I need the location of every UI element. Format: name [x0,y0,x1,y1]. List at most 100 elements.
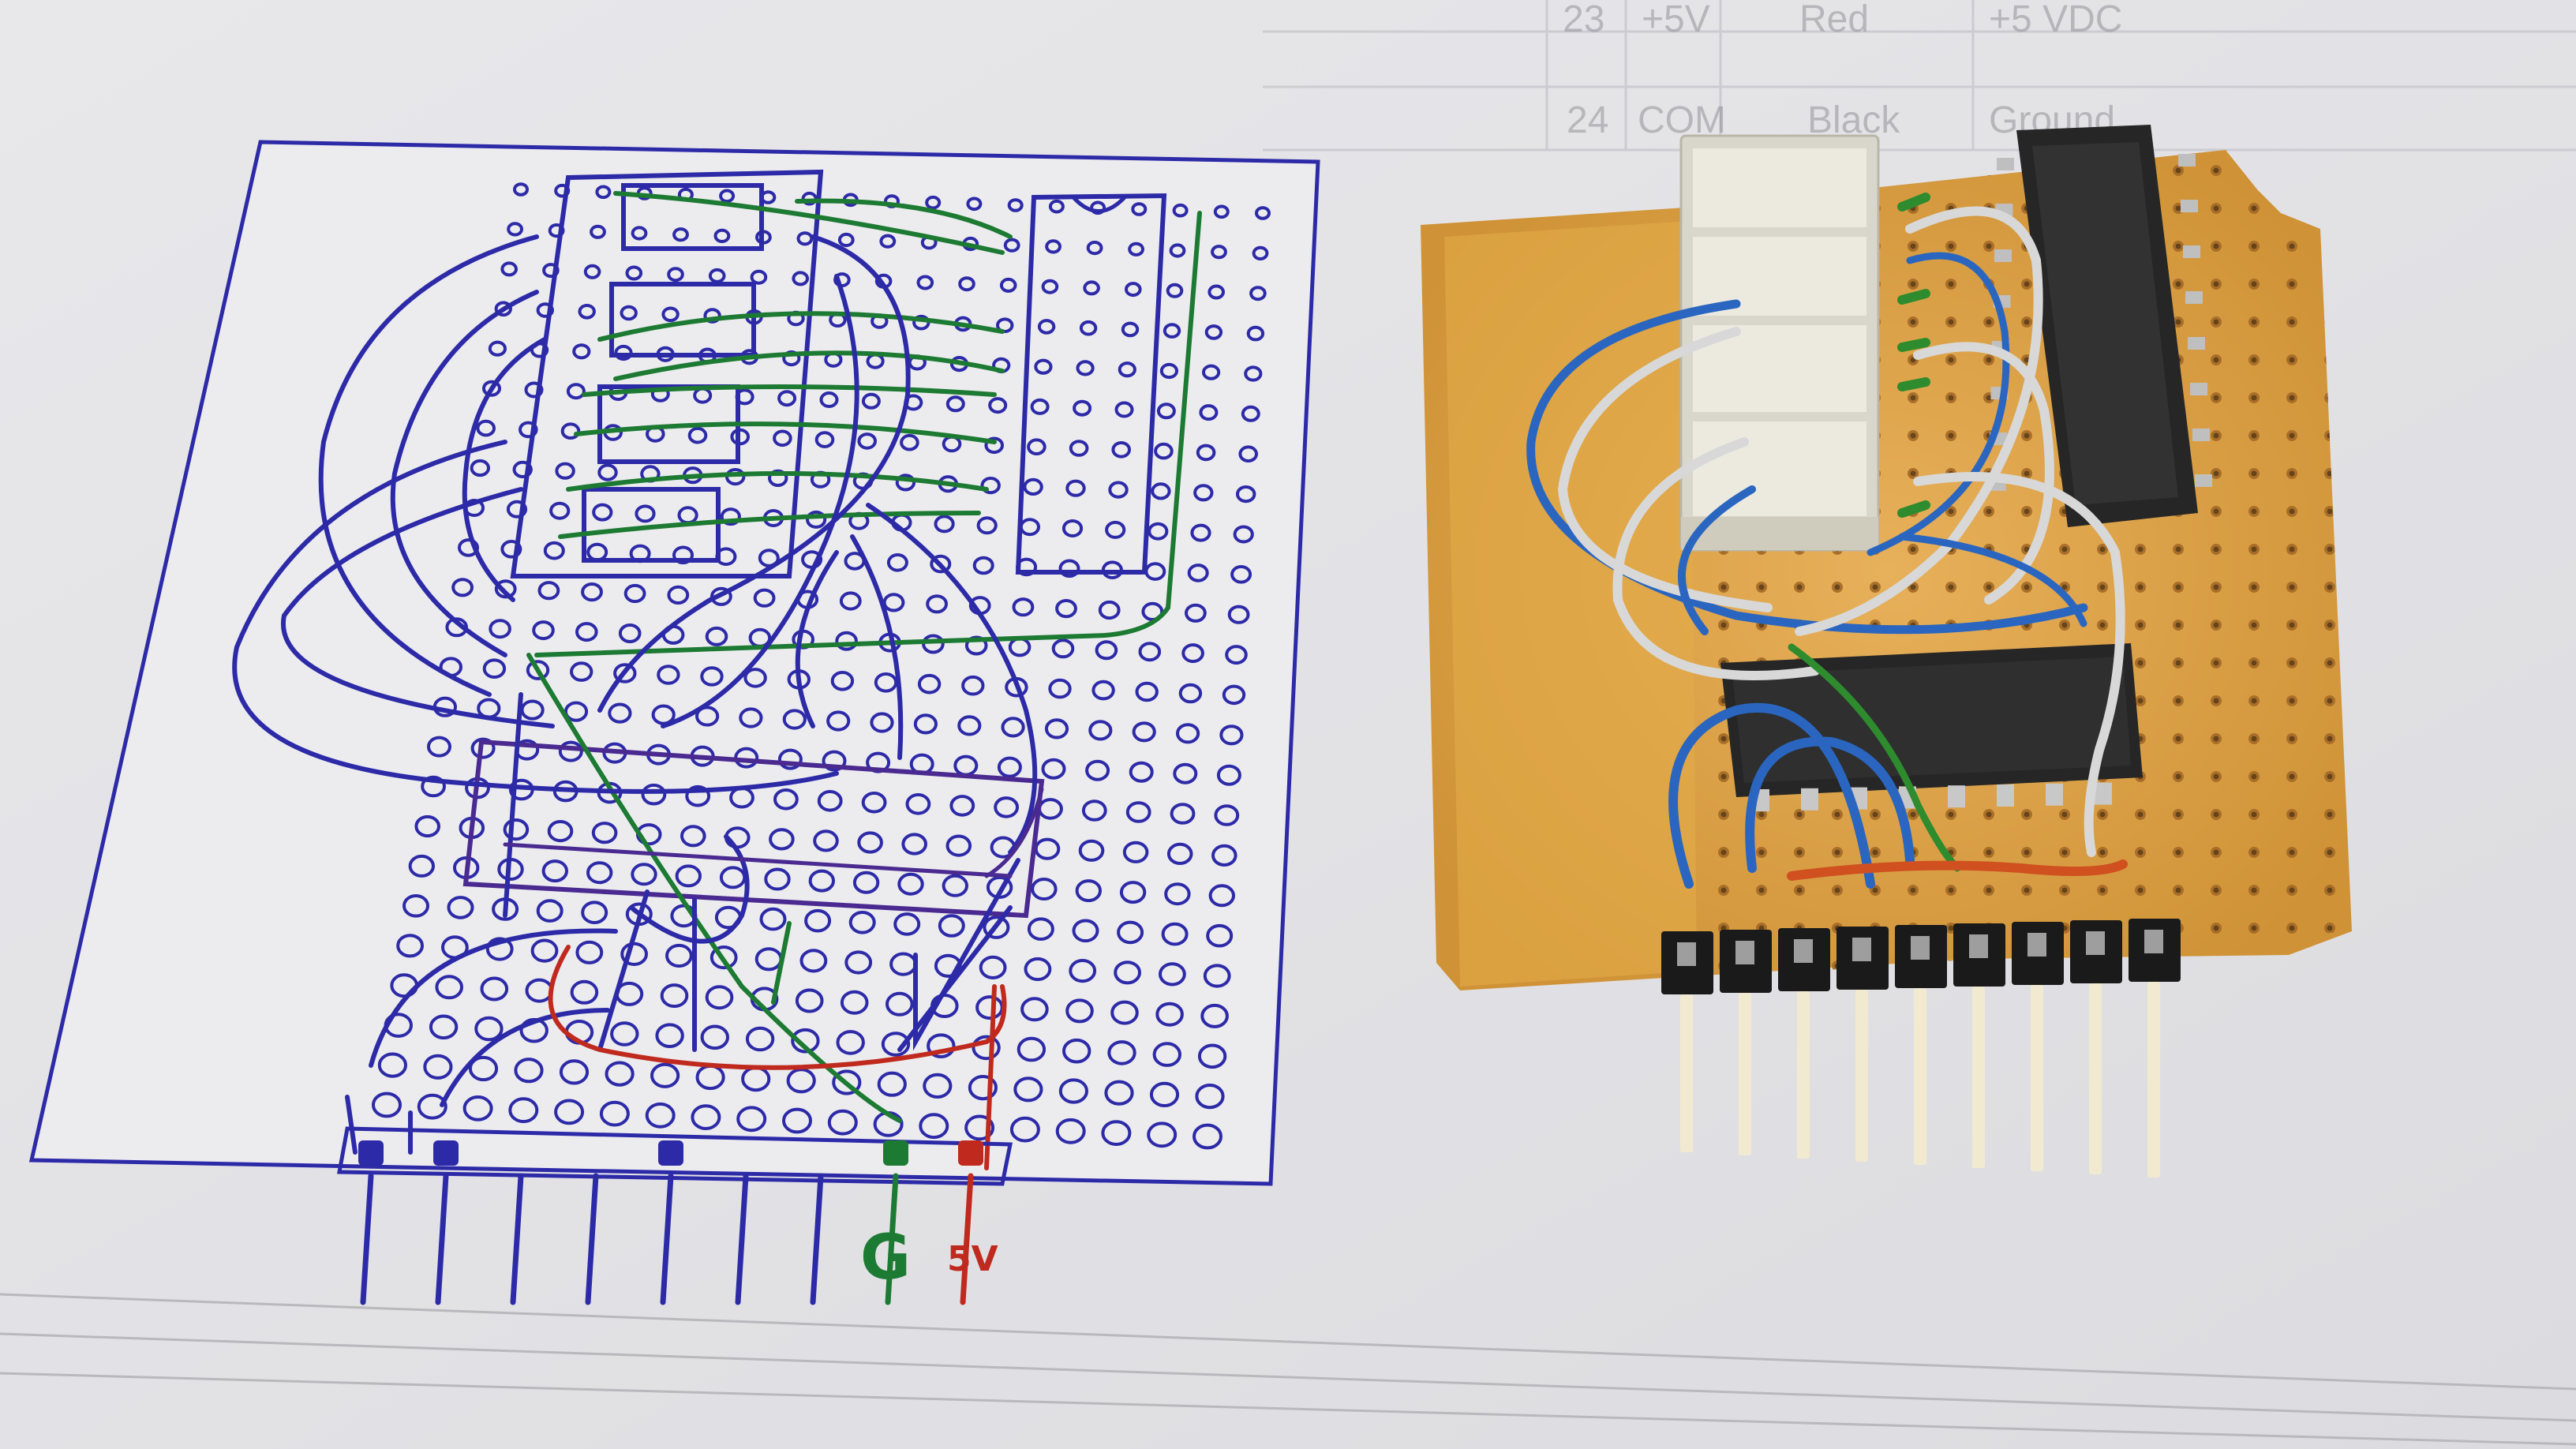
bg-row1-color: Red [1799,0,1869,40]
sketch-hole [777,748,803,770]
sketch-hole [623,583,646,604]
sketch-hole [968,1075,998,1101]
sketch-hole [1206,923,1234,948]
sketch-hole [1244,365,1263,382]
sketch-hole [972,1035,1001,1061]
sketch-hole [586,861,613,885]
sketch-hole [1181,643,1204,664]
sketch-hole [822,750,847,772]
sketch-hole [618,623,642,643]
sketch-hole [1208,284,1225,300]
sketch-hole [1030,398,1050,415]
header-pin [1797,991,1810,1159]
sketch-hole [1058,559,1080,578]
sketch-hole [625,265,643,281]
sketch-hole [695,706,720,727]
sketch-hole [1164,882,1191,906]
sketch-hole [581,900,608,924]
sketch-solder-pad [958,1140,983,1166]
sketch-hole [839,591,862,611]
board-green-links [1897,193,1930,518]
sketch-hole [857,831,883,854]
sketch-blue-traces [232,234,1038,1155]
sketch-hole [458,538,479,557]
sketch-hole [835,631,858,651]
sketch-hole [857,432,877,450]
sketch-hole [1230,565,1252,584]
sketch-header-pin [360,1173,374,1305]
sketch-hole [1163,323,1181,339]
pin-header [1661,919,2181,1178]
sketch-hole [844,950,873,975]
sketch-hole [1135,681,1159,702]
sketch-hole [474,1016,504,1042]
sketch-hole [1058,1078,1089,1104]
sketch-hole [570,979,599,1005]
sketch-hole [743,668,767,688]
sketch-hole [1216,764,1241,786]
sketch-hole [1069,959,1097,983]
sketch-hole [1104,1080,1134,1106]
sketch-hole [631,863,657,886]
sketch-hole [613,663,637,683]
sketch-hole [848,911,876,934]
sketch-purple-traces [503,787,1044,878]
sketch-hole [1072,919,1099,943]
sketch-hole [1024,957,1052,982]
sketch-hole [610,1021,639,1046]
sketch-hole [1125,801,1151,823]
sketch-hole [1114,401,1134,418]
sketch-hole [402,894,429,918]
sketch-hole [547,820,574,843]
sketch-hole [795,988,824,1013]
sketch-hole [988,397,1008,414]
sketch-hole [999,277,1017,293]
sketch-hole [917,673,942,695]
sketch-hole [964,1114,995,1141]
sketch-hole [530,938,559,963]
sketch-hole [591,822,618,844]
sketch-hole [1017,1036,1046,1062]
sketch-hole [1122,841,1149,863]
sketch-hole [1118,361,1136,378]
sketch-hole [1007,198,1024,212]
sketch-hole [1193,1123,1222,1150]
sketch-hole [852,871,880,894]
sketch-hole [578,304,596,320]
sketch-hole [1085,759,1110,781]
sketch-hole [536,899,564,923]
sketch-bargraph-segments [582,183,764,563]
sketch-hole [620,305,638,321]
sketch-hole [983,915,1010,939]
sketch-hole [675,864,702,888]
sketch-hole [1119,881,1147,904]
sketch-hole [645,1102,676,1129]
sketch-hole [657,665,680,685]
sketch-hole [377,1052,407,1078]
sketch-hole [672,545,694,565]
header-pin [1972,987,1985,1168]
sketch-supply-label: 5V [947,1239,998,1279]
sketch-hole [599,1100,630,1127]
sketch-hole [769,828,795,851]
sketch-hole [1148,522,1169,541]
sketch-hole [590,224,606,239]
sketch-hole [1048,199,1065,214]
sketch-hole [1149,1081,1180,1108]
sketch-hole [901,833,927,856]
sketch-hole [1065,998,1094,1024]
sketch-hole [508,1097,539,1124]
sketch-hole [997,756,1022,778]
sketch-hole [708,268,726,283]
sketch-hole [1108,481,1129,499]
sketch-solder-pad [658,1140,683,1166]
sketch-hole [566,383,586,400]
sketch-hole [919,1113,949,1140]
sketch-hole [1211,844,1237,867]
sketch-header-pin [585,1173,599,1305]
sketch-hole [559,1059,590,1085]
sketch-hole [631,226,648,241]
sketch-hole [1081,799,1107,822]
sketch-hole [1222,684,1246,706]
sketch-hole [710,945,738,970]
